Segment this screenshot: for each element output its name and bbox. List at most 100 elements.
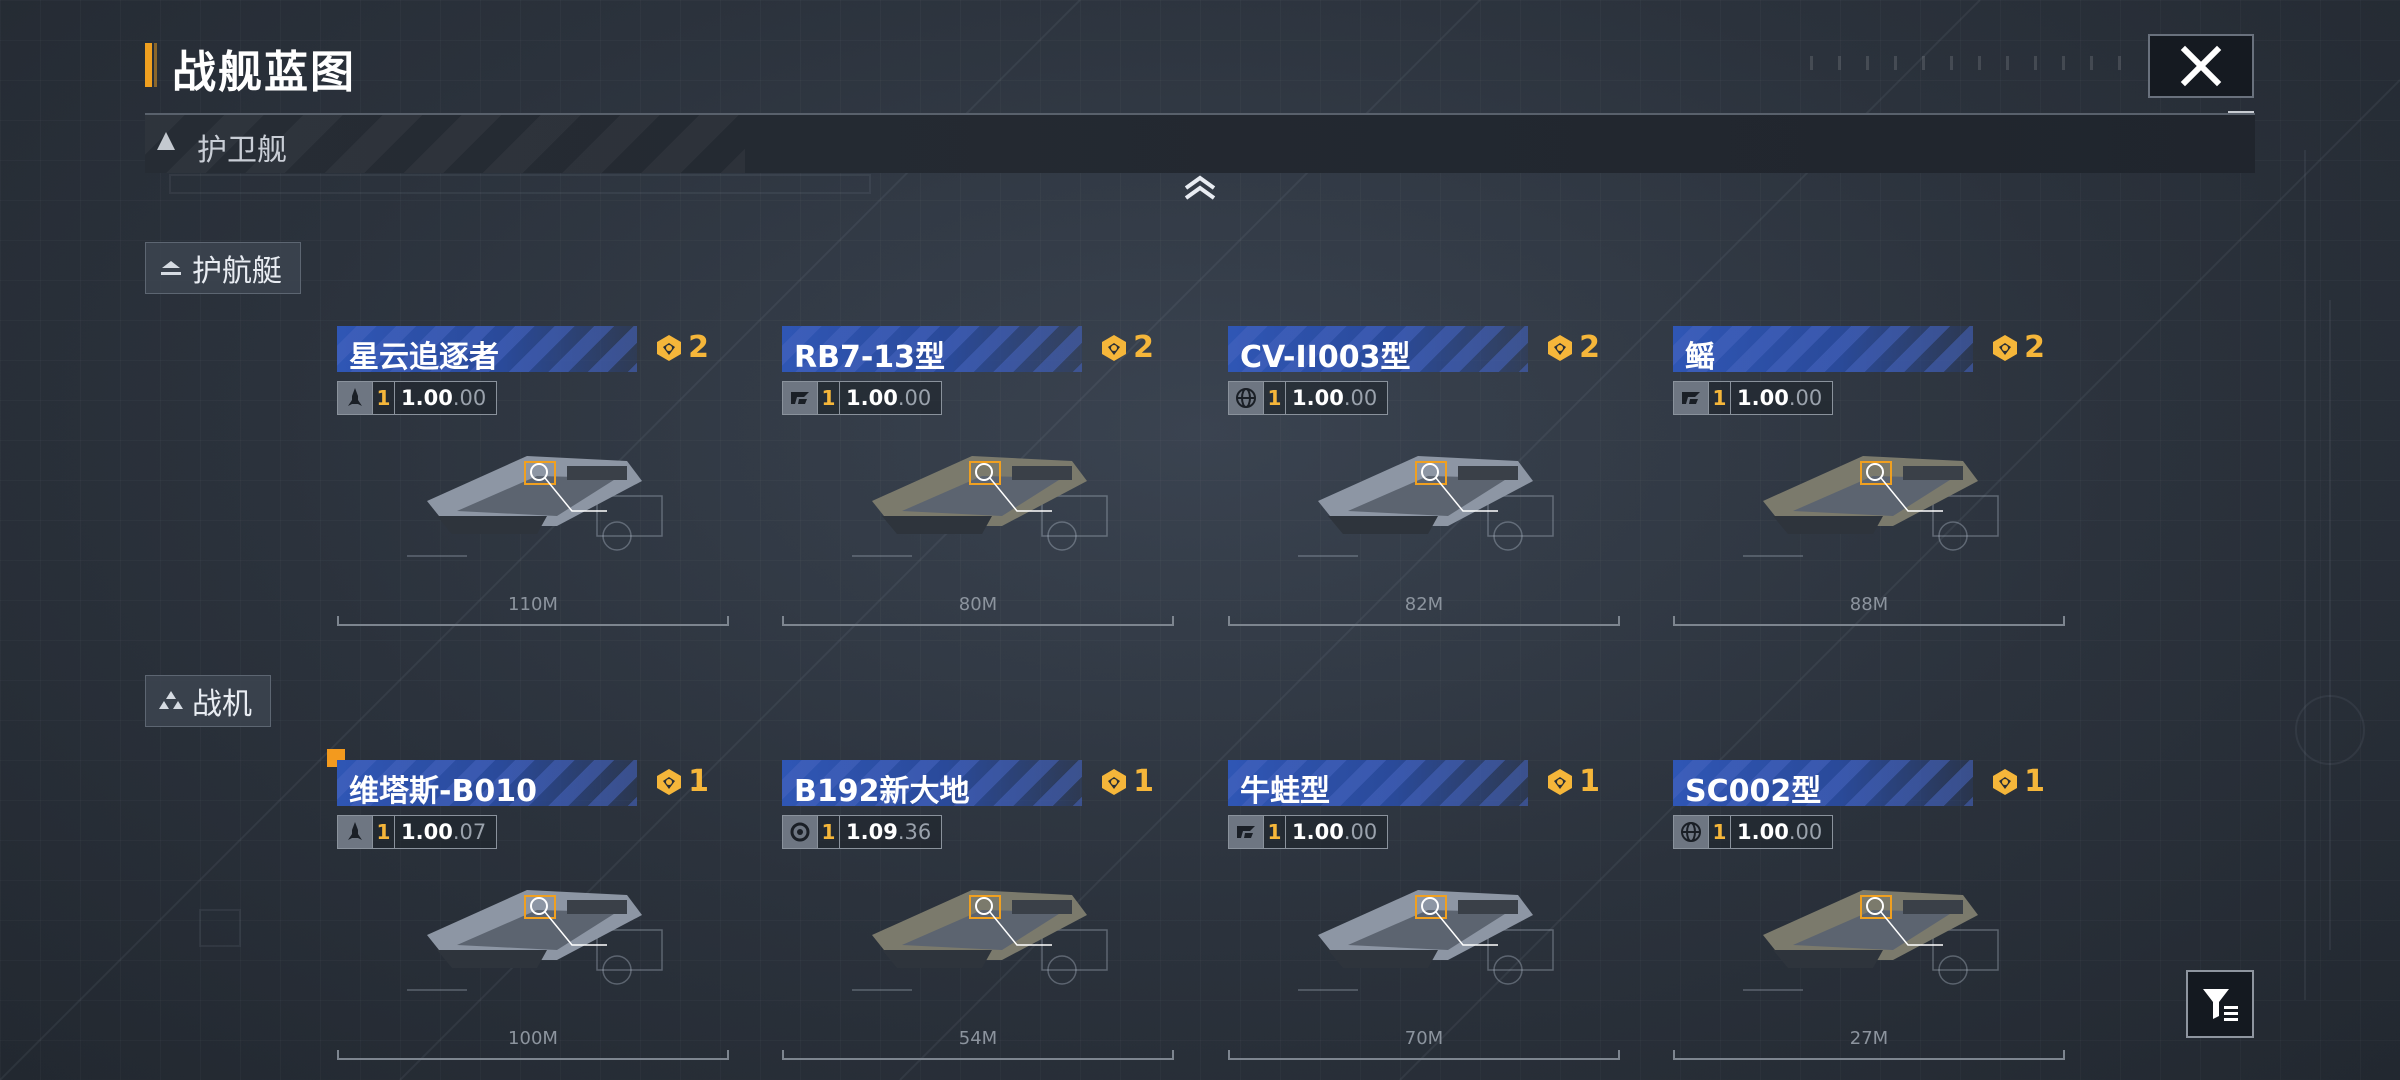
- ship-name-bar: RB7-13型: [782, 326, 1082, 375]
- ship-name: 牛蛙型: [1240, 774, 1330, 809]
- cost-badge: 1: [1990, 764, 2045, 799]
- ship-card[interactable]: CV-II003型 2 1 1.00.00: [1228, 326, 1620, 626]
- cost-emblem-icon: [1548, 334, 1573, 361]
- ship-name-bar: 鳐: [1673, 326, 1973, 375]
- cost-value: 1: [688, 764, 709, 799]
- ship-card[interactable]: RB7-13型 2 1 1.00.00: [782, 326, 1174, 626]
- multiplier-main: 1.00: [1737, 820, 1789, 844]
- page-title: 战舰蓝图: [172, 47, 356, 98]
- ship-stats: 1 1.00.00: [1228, 381, 1389, 415]
- ship-level: 1: [1708, 816, 1730, 848]
- ship-card[interactable]: B192新大地 1 1 1.09.36: [782, 760, 1174, 1060]
- multiplier-decimal: .00: [1343, 820, 1378, 844]
- cost-badge: 2: [1545, 330, 1600, 365]
- ship-name: B192新大地: [794, 774, 970, 809]
- collapse-chevron-icon[interactable]: [1182, 174, 1218, 202]
- ship-multiplier: 1.00.00: [839, 382, 941, 414]
- ship-length: 54M: [958, 1028, 998, 1049]
- ship-level: 1: [817, 382, 839, 414]
- ship-multiplier: 1.00.07: [394, 816, 496, 848]
- multiplier-main: 1.00: [1292, 386, 1344, 410]
- cost-emblem-icon: [1102, 334, 1127, 361]
- ship-name: SC002型: [1685, 774, 1822, 809]
- cost-value: 1: [2024, 764, 2045, 799]
- ship-multiplier: 1.00.00: [1285, 816, 1387, 848]
- header-decoration: [1810, 56, 2130, 70]
- multiplier-decimal: .00: [1788, 820, 1823, 844]
- card-base-bracket: [1673, 1050, 2065, 1060]
- ship-name-bar: 星云追逐者: [337, 326, 637, 375]
- ship-name: 维塔斯-B010: [349, 774, 537, 809]
- ship-name: CV-II003型: [1240, 340, 1411, 375]
- ship-name-bar: 牛蛙型: [1228, 760, 1528, 809]
- ship-image: [1298, 456, 1554, 557]
- fighter-class-icon: [159, 691, 183, 709]
- cost-value: 2: [688, 330, 709, 365]
- ship-multiplier: 1.00.00: [394, 382, 496, 414]
- ship-stats: 1 1.00.07: [337, 815, 498, 849]
- ship-image: [1298, 890, 1554, 991]
- globe-icon: [1229, 382, 1263, 414]
- cost-value: 2: [1133, 330, 1154, 365]
- ship-stats: 1 1.09.36: [782, 815, 943, 849]
- ship-image: [407, 456, 663, 557]
- ship-image: [852, 890, 1108, 991]
- ship-length: 110M: [508, 594, 558, 615]
- cost-badge: 2: [654, 330, 709, 365]
- ship-length: 80M: [958, 594, 998, 615]
- ship-card[interactable]: 牛蛙型 1 1 1.00.00 70: [1228, 760, 1620, 1060]
- ship-name-bar: SC002型: [1673, 760, 1973, 809]
- filter-icon: [2203, 989, 2238, 1021]
- ship-multiplier: 1.09.36: [839, 816, 941, 848]
- ship-card[interactable]: 鳐 2 1 1.00.00 88M: [1673, 326, 2065, 626]
- multiplier-main: 1.00: [846, 386, 898, 410]
- ship-length: 82M: [1404, 594, 1444, 615]
- multiplier-main: 1.00: [1737, 386, 1789, 410]
- cost-badge: 1: [1099, 764, 1154, 799]
- multiplier-decimal: .00: [897, 386, 932, 410]
- ship-length: 100M: [508, 1028, 558, 1049]
- category-label: 护卫舰: [197, 133, 287, 168]
- ship-card[interactable]: 星云追逐者 2 1 1.00.00: [337, 326, 729, 626]
- ship-multiplier: 1.00.00: [1285, 382, 1387, 414]
- ship-level: 1: [1263, 382, 1285, 414]
- ship-stats: 1 1.00.00: [1673, 381, 1834, 415]
- ship-name: 星云追逐者: [349, 340, 499, 375]
- category-header-frigate[interactable]: 护卫舰: [145, 113, 2255, 173]
- faction-icon: [1229, 816, 1263, 848]
- close-icon: [2180, 45, 2222, 87]
- triangle-up-icon: [157, 132, 175, 150]
- ship-length: 27M: [1849, 1028, 1889, 1049]
- multiplier-main: 1.00: [401, 386, 453, 410]
- ship-multiplier: 1.00.00: [1730, 816, 1832, 848]
- ship-name-bar: B192新大地: [782, 760, 1082, 809]
- ship-image: [407, 890, 663, 991]
- close-underline: [2228, 111, 2254, 113]
- ship-image: [1743, 890, 1999, 991]
- escort-class-icon: [161, 261, 181, 275]
- rocket-icon: [338, 382, 372, 414]
- faction-icon: [783, 382, 817, 414]
- cost-emblem-icon: [657, 768, 682, 795]
- ship-image: [1743, 456, 1999, 557]
- ship-multiplier: 1.00.00: [1730, 382, 1832, 414]
- section-label: 战机: [192, 687, 252, 722]
- ship-level: 1: [1708, 382, 1730, 414]
- multiplier-decimal: .07: [452, 820, 487, 844]
- ship-name-bar: CV-II003型: [1228, 326, 1528, 375]
- multiplier-decimal: .00: [452, 386, 487, 410]
- cost-value: 1: [1579, 764, 1600, 799]
- multiplier-decimal: .00: [1788, 386, 1823, 410]
- close-button[interactable]: [2148, 34, 2254, 98]
- card-base-bracket: [782, 616, 1174, 626]
- ship-level: 1: [372, 382, 394, 414]
- cost-emblem-icon: [1993, 334, 2018, 361]
- card-base-bracket: [1228, 1050, 1620, 1060]
- ship-stats: 1 1.00.00: [782, 381, 943, 415]
- filter-button[interactable]: [2186, 970, 2254, 1038]
- card-base-bracket: [337, 616, 729, 626]
- ship-card[interactable]: 维塔斯-B010 1 1 1.00.07: [337, 760, 729, 1060]
- multiplier-decimal: .00: [1343, 386, 1378, 410]
- multiplier-decimal: .36: [897, 820, 932, 844]
- ship-card[interactable]: SC002型 1 1 1.00.00: [1673, 760, 2065, 1060]
